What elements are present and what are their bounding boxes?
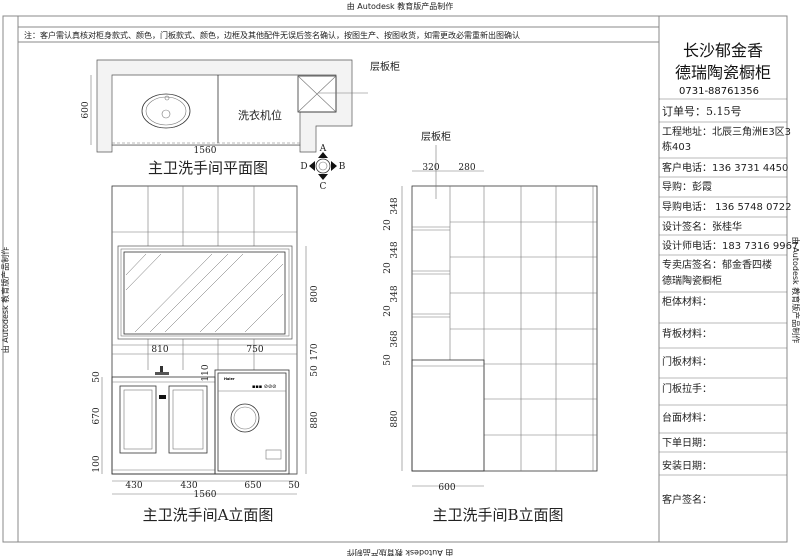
outer-frame <box>2 15 788 543</box>
svg-text:▪▪▪ ⊘⊘⊘: ▪▪▪ ⊘⊘⊘ <box>252 384 276 390</box>
watermark-left: 由 Autodesk 教育版产品制作 <box>0 247 10 353</box>
dim-b-left: 20 <box>383 262 393 274</box>
dim-a-bottom: 50 <box>288 481 300 491</box>
dim-b-left: 368 <box>390 330 400 347</box>
project-address: 工程地址：北辰三角洲E3区3 <box>662 125 791 138</box>
vanity-cabinet <box>111 376 216 475</box>
plan-dim-depth: 600 <box>81 101 91 118</box>
dim-b-left: 50 <box>383 354 393 366</box>
compass-icon: A B C D <box>300 144 345 192</box>
cabinet-material: 柜体材料： <box>662 295 712 308</box>
dim-b-top: 320 <box>422 163 439 173</box>
svg-text:C: C <box>320 182 327 192</box>
customer-signature: 客户签名： <box>662 493 712 506</box>
countertop-material: 台面材料： <box>662 411 712 424</box>
washer-position-label: 洗衣机位 <box>238 108 282 122</box>
project-address-2: 栋403 <box>662 140 691 153</box>
dim-a-total: 1560 <box>194 490 217 500</box>
b-shelf-cabinet-label: 层板柜 <box>421 130 451 143</box>
order-date: 下单日期： <box>662 437 712 449</box>
dim-a-110: 110 <box>201 364 211 381</box>
dim-b-left: 880 <box>390 410 400 427</box>
plan-view: 洗衣机位 层板柜 600 1560 主卫洗手间平面图 A B C D <box>81 59 400 192</box>
svg-text:B: B <box>339 162 346 172</box>
dim-b-left: 20 <box>383 219 393 231</box>
order-number: 订单号：5.15号 <box>662 105 742 118</box>
elevation-b: 层板柜 320 280 600 348 20 348 20 348 20 368… <box>383 130 598 524</box>
dim-a-bottom: 430 <box>180 481 197 491</box>
door-handle: 门板拉手： <box>662 382 712 395</box>
washer-brand: Haier <box>224 377 235 381</box>
faucet-icon <box>160 366 163 374</box>
title-block: 长沙郁金香 德瑞陶瓷橱柜 0731-88761356 订单号：5.15号 工程地… <box>658 16 798 542</box>
dim-a-right: 880 <box>310 411 320 428</box>
dim-a-right: 50 <box>310 365 320 377</box>
plan-title: 主卫洗手间平面图 <box>148 159 268 177</box>
watermark-right: 由 Autodesk 教育版产品制作 <box>791 237 800 343</box>
dim-a-bottom: 430 <box>125 481 142 491</box>
sales-guide-phone: 导购电话： 136 5748 0722 <box>662 200 792 213</box>
elevation-a: Haier ▪▪▪ ⊘⊘⊘ 810 750 110 430 430 650 50… <box>92 185 320 524</box>
dim-a-left: 50 <box>92 371 102 383</box>
dim-b-bottom: 600 <box>438 483 455 493</box>
plan-dim-width: 1560 <box>194 146 217 156</box>
washing-machine: Haier ▪▪▪ ⊘⊘⊘ <box>214 369 290 475</box>
dim-a-left: 670 <box>92 407 102 424</box>
dim-b-left: 348 <box>390 285 400 302</box>
company-name-line2: 德瑞陶瓷橱柜 <box>675 63 771 82</box>
dim-b-left: 20 <box>383 305 393 317</box>
dim-a-right: 170 <box>310 343 320 360</box>
store-signature-2: 德瑞陶瓷橱柜 <box>662 274 722 287</box>
dim-a-810: 810 <box>151 345 168 355</box>
sales-guide: 导购：彭霞 <box>662 180 712 193</box>
install-date: 安装日期： <box>662 459 712 472</box>
watermark-bottom: 由 Autodesk 教育版产品制作 <box>347 548 453 556</box>
elevation-b-title: 主卫洗手间B立面图 <box>432 506 563 524</box>
designer-signature: 设计签名：张桂华 <box>662 220 742 233</box>
elevation-a-title: 主卫洗手间A立面图 <box>143 506 274 524</box>
svg-text:A: A <box>319 144 327 154</box>
designer-phone: 设计师电话：183 7316 9967 <box>662 239 798 252</box>
back-panel-material: 背板材料： <box>662 327 712 340</box>
door-material: 门板材料： <box>662 355 712 368</box>
note-text: 注：客户需认真核对柜身款式、颜色，门板款式、颜色，边框及其他配件无误后签名确认，… <box>24 30 520 40</box>
dim-b-left: 348 <box>390 241 400 258</box>
customer-phone: 客户电话：136 3731 4450 <box>662 161 788 174</box>
handle-icon <box>159 395 166 399</box>
mirror <box>117 245 293 340</box>
dim-b-top: 280 <box>458 163 475 173</box>
dim-b-left: 348 <box>390 197 400 214</box>
company-name-line1: 长沙郁金香 <box>683 41 763 60</box>
shelf-cabinet-label: 层板柜 <box>370 60 400 73</box>
base-cabinet <box>411 359 485 472</box>
dim-a-right: 800 <box>310 285 320 302</box>
dim-a-left: 100 <box>92 455 102 472</box>
watermark-top: 由 Autodesk 教育版产品制作 <box>347 1 453 11</box>
shelf-cabinet <box>297 75 337 113</box>
dim-a-750: 750 <box>246 345 263 355</box>
store-signature: 专卖店签名：郁金香四楼 <box>662 258 772 271</box>
dim-a-bottom: 650 <box>244 481 261 491</box>
sink-basin <box>141 93 191 129</box>
svg-text:D: D <box>300 162 307 172</box>
company-phone: 0731-88761356 <box>679 86 759 97</box>
